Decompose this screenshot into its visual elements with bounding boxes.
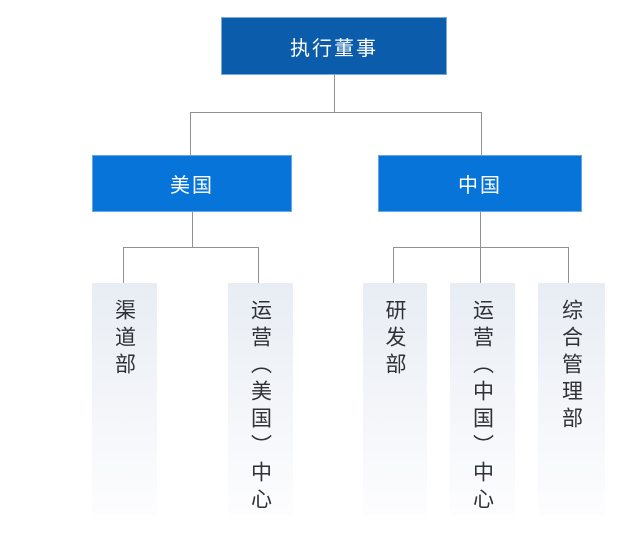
connector-line bbox=[334, 75, 335, 112]
branch-node-china: 中国 bbox=[378, 155, 582, 212]
leaf-rnd-dept: 研发部 bbox=[363, 283, 427, 515]
connector-line bbox=[480, 212, 481, 247]
connector-line bbox=[568, 247, 569, 283]
connector-line bbox=[123, 247, 124, 283]
leaf-operations-china-center: 运营（中国）中心 bbox=[450, 283, 515, 515]
connector-line bbox=[480, 247, 481, 283]
root-node-executive-director: 执行董事 bbox=[221, 17, 447, 75]
leaf-label: 研发部 bbox=[383, 299, 407, 380]
leaf-label: 运营（美国）中心 bbox=[248, 299, 273, 515]
connector-line bbox=[190, 112, 191, 155]
leaf-channel-dept: 渠道部 bbox=[92, 283, 157, 515]
branch-node-usa: 美国 bbox=[92, 155, 292, 212]
connector-line bbox=[190, 112, 482, 113]
connector-line bbox=[123, 247, 259, 248]
leaf-general-management-dept: 综合管理部 bbox=[538, 283, 605, 515]
connector-line bbox=[258, 247, 259, 283]
connector-line bbox=[393, 247, 569, 248]
connector-line bbox=[481, 112, 482, 155]
branch-node-label: 中国 bbox=[458, 175, 502, 197]
leaf-label: 综合管理部 bbox=[559, 299, 584, 434]
branch-node-label: 美国 bbox=[170, 175, 214, 197]
leaf-label: 渠道部 bbox=[112, 299, 137, 380]
connector-line bbox=[192, 212, 193, 247]
leaf-label: 运营（中国）中心 bbox=[470, 299, 495, 515]
leaf-operations-usa-center: 运营（美国）中心 bbox=[228, 283, 293, 515]
connector-line bbox=[393, 247, 394, 283]
root-node-label: 执行董事 bbox=[290, 37, 378, 60]
